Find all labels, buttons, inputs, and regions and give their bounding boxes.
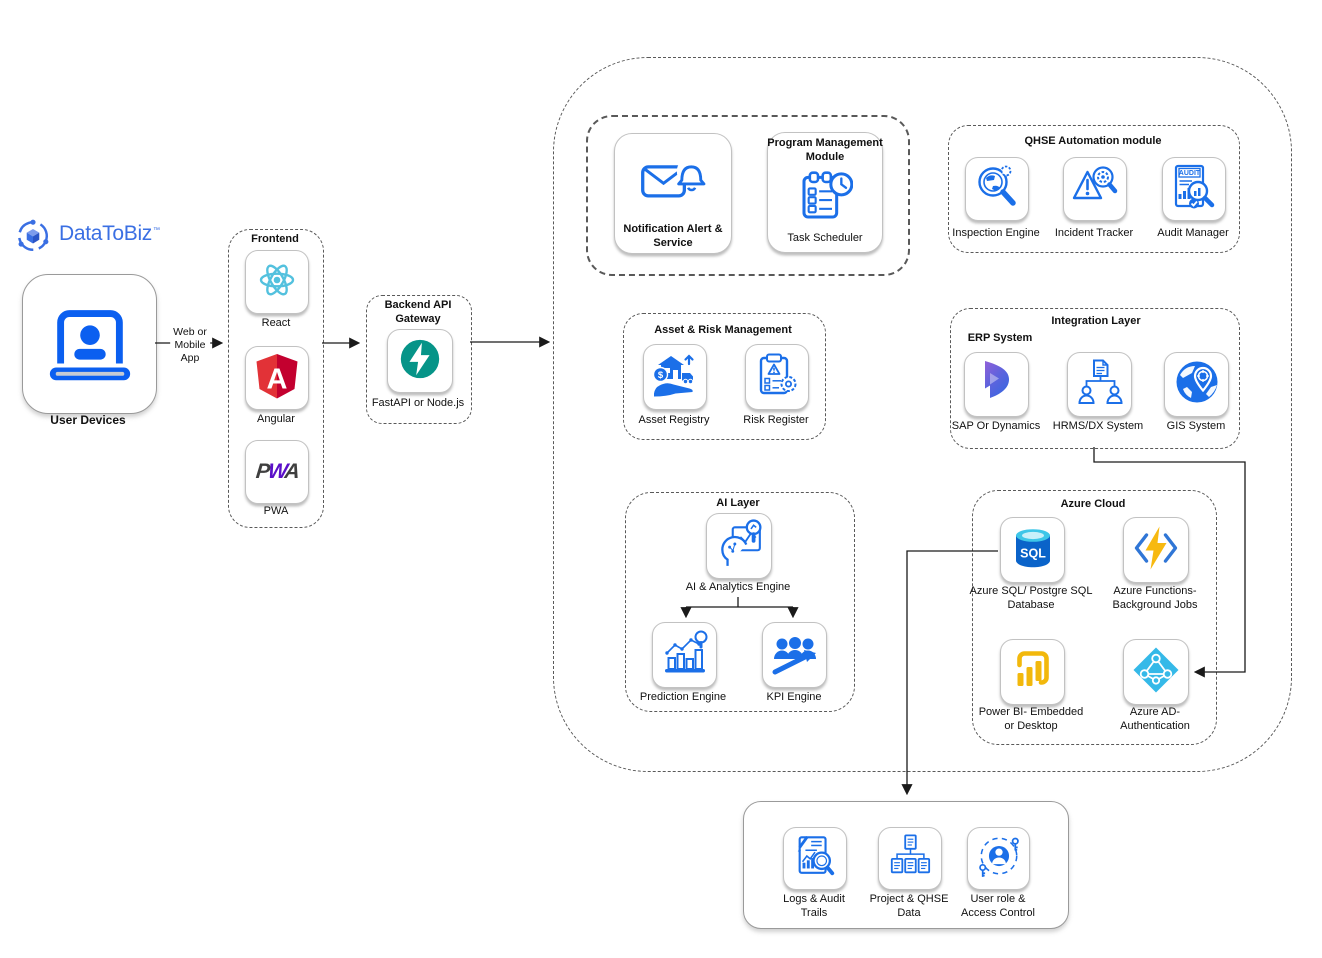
- notification-program-group: [586, 115, 910, 276]
- gis-card: [1164, 352, 1229, 417]
- hand-assets-icon: $: [651, 351, 699, 404]
- pwa-icon: PWA: [254, 460, 300, 483]
- logs-audit-icon: [792, 833, 838, 884]
- svg-text:AUDIT: AUDIT: [1179, 170, 1201, 177]
- power-bi-icon: [1009, 646, 1057, 699]
- ai-layer-group: [625, 492, 855, 712]
- ai-analytics-card: [706, 513, 772, 579]
- react-icon: [253, 256, 301, 309]
- laptop-user-icon: [43, 295, 137, 394]
- risk-register-card: [745, 344, 809, 410]
- angular-icon: A: [253, 352, 301, 405]
- globe-pin-icon: [1173, 358, 1221, 411]
- azure-ad-card: [1123, 639, 1189, 705]
- dynamics365-icon: [973, 358, 1021, 411]
- sap-dynamics-label: SAP Or Dynamics: [951, 420, 1041, 432]
- document-tree-icon: [887, 833, 933, 884]
- backend-gateway-caption: FastAPI or Node.js: [371, 397, 465, 409]
- user-access-icon: [976, 833, 1022, 884]
- azure-sql-card: SQL: [1000, 517, 1065, 583]
- logs-audit-card: [783, 827, 847, 890]
- trademark-mark: ™: [153, 227, 160, 234]
- asset-registry-label: Asset Registry: [638, 414, 710, 426]
- incident-tracker-card: [1063, 157, 1127, 221]
- angular-card: A: [245, 346, 309, 410]
- fastapi-card: [387, 329, 453, 393]
- risk-register-label: Risk Register: [743, 414, 809, 426]
- datatobiz-logo-icon: [14, 217, 52, 260]
- pwa-label: PWA: [263, 505, 289, 517]
- program-module-title: Program Management Module: [767, 137, 883, 163]
- program-module-card: [767, 132, 883, 253]
- ai-layer-title: AI Layer: [716, 497, 760, 509]
- prediction-engine-label: Prediction Engine: [639, 691, 727, 703]
- asset-risk-title: Asset & Risk Management: [654, 324, 792, 336]
- notification-card: [614, 133, 732, 254]
- azure-cloud-title: Azure Cloud: [1060, 498, 1126, 510]
- angular-label: Angular: [257, 413, 295, 425]
- asset-registry-card: $: [643, 344, 707, 410]
- sql-database-icon: SQL: [1009, 524, 1057, 577]
- react-card: [245, 250, 309, 314]
- forecast-chart-icon: [661, 629, 709, 682]
- audit-manager-label: Audit Manager: [1157, 227, 1229, 239]
- azure-functions-label: Azure Functions- Background Jobs: [1112, 585, 1198, 611]
- azure-functions-icon: [1132, 524, 1180, 577]
- qhse-title: QHSE Automation module: [1024, 135, 1162, 147]
- backend-gateway-title: Backend API Gateway: [384, 299, 452, 325]
- frontend-group: [228, 229, 324, 528]
- user-devices-node: [22, 274, 157, 414]
- audit-manager-card: AUDIT: [1162, 157, 1226, 221]
- frontend-title: Frontend: [251, 233, 299, 245]
- kpi-engine-label: KPI Engine: [766, 691, 822, 703]
- asset-risk-group: [623, 313, 826, 440]
- azure-functions-card: [1123, 517, 1189, 583]
- svg-text:$: $: [658, 370, 664, 381]
- pwa-card: PWA: [245, 440, 309, 504]
- lightning-bolt-icon: [397, 336, 443, 387]
- erp-system-subtitle: ERP System: [967, 332, 1033, 344]
- warning-gear-magnifier-icon: [1071, 163, 1119, 216]
- azure-ad-icon: [1132, 646, 1180, 699]
- sap-dynamics-card: [964, 352, 1029, 417]
- globe-magnifier-icon: [973, 163, 1021, 216]
- azure-sql-label: Azure SQL/ Postgre SQL Database: [969, 585, 1093, 611]
- task-scheduler-icon: [797, 168, 854, 229]
- hrms-label: HRMS/DX System: [1052, 420, 1144, 432]
- inspection-engine-card: [965, 157, 1029, 221]
- power-bi-label: Power BI- Embedded or Desktop: [978, 706, 1084, 732]
- backend-gateway-group: [366, 295, 472, 424]
- inspection-engine-label: Inspection Engine: [952, 227, 1040, 239]
- qhse-group: [948, 125, 1240, 253]
- svg-text:SQL: SQL: [1020, 546, 1046, 560]
- prediction-engine-card: [652, 622, 717, 688]
- user-access-card: [967, 827, 1030, 890]
- integration-layer-title: Integration Layer: [1051, 315, 1141, 327]
- azure-ad-label: Azure AD- Authentication: [1120, 706, 1190, 732]
- notification-label: Notification Alert & Service: [623, 223, 723, 249]
- risk-clipboard-icon: [753, 351, 801, 404]
- team-growth-icon: [771, 629, 819, 682]
- brand-name: DataToBiz™: [59, 222, 160, 245]
- mail-bell-icon: [640, 153, 706, 211]
- power-bi-card: [1000, 639, 1065, 705]
- svg-text:A: A: [267, 363, 288, 395]
- hrms-card: [1067, 352, 1132, 417]
- react-label: React: [261, 317, 291, 329]
- ai-analytics-label: AI & Analytics Engine: [685, 581, 791, 593]
- head-analytics-icon: [714, 518, 764, 574]
- user-access-label: User role & Access Control: [961, 893, 1035, 919]
- user-devices-label: User Devices: [50, 413, 126, 427]
- edge-label-web-or-mobile-app: Web or Mobile App: [170, 325, 210, 367]
- project-data-card: [878, 827, 942, 890]
- audit-document-icon: AUDIT: [1170, 163, 1218, 216]
- incident-tracker-label: Incident Tracker: [1054, 227, 1134, 239]
- project-data-label: Project & QHSE Data: [869, 893, 949, 919]
- logs-audit-label: Logs & Audit Trails: [783, 893, 845, 919]
- org-document-icon: [1076, 358, 1124, 411]
- datatobiz-logo: DataToBiz™: [14, 217, 160, 260]
- kpi-engine-card: [762, 622, 827, 688]
- gis-label: GIS System: [1166, 420, 1226, 432]
- task-scheduler-label: Task Scheduler: [787, 232, 863, 244]
